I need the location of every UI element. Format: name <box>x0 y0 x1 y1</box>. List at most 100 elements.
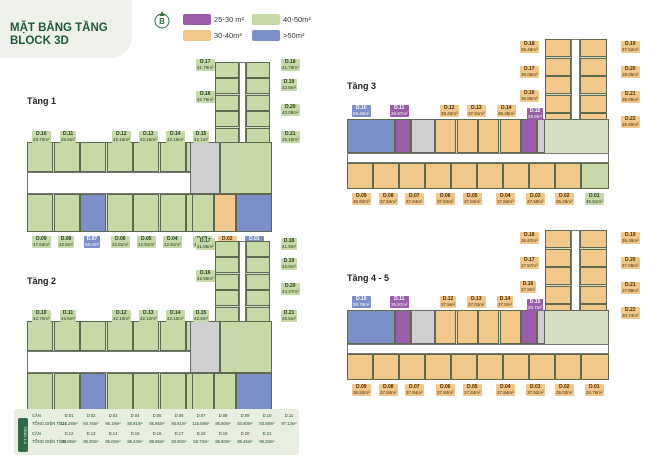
unit-code: D.13 <box>142 131 154 137</box>
unit-code: D.08 <box>382 384 394 390</box>
row-label-can-1: CĂN <box>32 413 41 418</box>
unit-area: 42.10m² <box>140 316 157 321</box>
unit-area: 38.05m² <box>622 97 639 102</box>
f3-vw-right-unit <box>580 94 607 113</box>
f3-vw-left-unit <box>545 57 571 76</box>
table-area-cell: 115.59m² <box>192 421 210 426</box>
table-area-cell: 86.45m² <box>237 439 253 444</box>
unit-area: 46.15m² <box>282 137 299 142</box>
unit-code: D.06 <box>439 384 451 390</box>
unit-code: D.04 <box>166 236 178 242</box>
unit-area: 37.84m² <box>497 390 514 395</box>
f45-unit-d11 <box>395 310 411 344</box>
f3-unit-d10 <box>347 119 395 153</box>
f2-top-unit <box>159 321 186 351</box>
f45-bot-unit <box>373 354 399 380</box>
unit-area: 43.70m² <box>33 137 50 142</box>
unit-code: D.06 <box>114 236 126 242</box>
f45-vw-left-unit <box>545 230 571 248</box>
unit-area: 42.8m² <box>59 242 74 247</box>
unit-area: 34.76m² <box>586 390 603 395</box>
f1-top-unit <box>53 142 80 172</box>
table-area-cell: 85.80m² <box>215 421 231 426</box>
f3-bot-unit <box>399 163 425 189</box>
f2-vw-left-unit <box>215 273 239 290</box>
